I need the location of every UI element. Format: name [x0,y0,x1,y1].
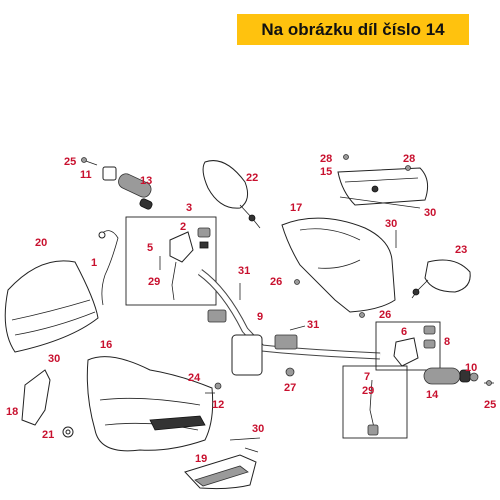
part-side-panel [21,369,51,426]
part-bar-end [469,372,494,386]
label-13: 13 [140,175,152,187]
label-10: 10 [465,362,477,374]
part-bracket [102,166,117,181]
part-screw-cluster [343,154,411,171]
part-clip-bottom [229,437,261,453]
label-26-right: 26 [379,309,391,321]
label-3: 3 [186,202,192,214]
part-front-inner-cover [86,356,214,452]
label-28-right: 28 [403,153,415,165]
label-8: 8 [444,336,450,348]
part-fasteners-center [205,382,222,394]
label-17: 17 [290,202,302,214]
label-7: 7 [364,371,370,383]
label-31-mid: 31 [307,319,319,331]
label-25-top: 25 [64,156,76,168]
label-16: 16 [100,339,112,351]
label-23: 23 [455,244,467,256]
part-washer [62,426,74,438]
part-right-mirror [411,259,471,299]
part-left-mirror [202,160,261,229]
part-screw-top [81,157,98,166]
label-2: 2 [180,221,186,233]
label-18: 18 [6,406,18,418]
part-windshield [4,260,99,353]
label-19: 19 [195,453,207,465]
part-bolts [239,283,306,331]
label-30-bottom: 30 [252,423,264,435]
part-number-labels: 25 11 13 22 3 2 5 29 20 1 31 28 15 28 17… [6,153,496,465]
part-throttle-grip [118,173,153,210]
label-26-top: 26 [270,276,282,288]
label-21: 21 [42,429,54,441]
label-30-top-right: 30 [424,207,436,219]
label-31-top: 31 [238,265,250,277]
part-cable [98,230,119,306]
label-14: 14 [426,389,439,401]
part-number-banner: Na obrázku díl číslo 14 [237,14,469,45]
banner-text: Na obrázku díl číslo 14 [261,19,445,39]
label-11: 11 [80,169,92,181]
label-27: 27 [284,382,296,394]
part-screw-mid [294,279,365,318]
part-handlebar [197,269,381,376]
label-20: 20 [35,237,47,249]
part-left-switch-assembly [125,216,217,306]
label-15: 15 [320,166,332,178]
label-25-right: 25 [484,399,496,411]
label-22: 22 [246,172,258,184]
label-29-left: 29 [148,276,160,288]
part-clip-top [339,196,421,248]
label-12: 12 [212,399,224,411]
part-right-grip [423,367,471,385]
label-1: 1 [91,257,97,269]
part-nut [285,367,295,377]
label-6: 6 [401,326,407,338]
label-30-left: 30 [48,353,60,365]
part-front-cover [281,217,396,313]
label-30-top: 30 [385,218,397,230]
label-24: 24 [188,372,201,384]
label-29-right: 29 [362,385,374,397]
part-switch-wiring [342,365,408,439]
part-right-switch-assembly [375,321,441,371]
label-9: 9 [257,311,263,323]
part-lower-cover [184,454,257,490]
part-instrument-cluster [337,167,429,206]
label-28-left: 28 [320,153,332,165]
label-5: 5 [147,242,153,254]
